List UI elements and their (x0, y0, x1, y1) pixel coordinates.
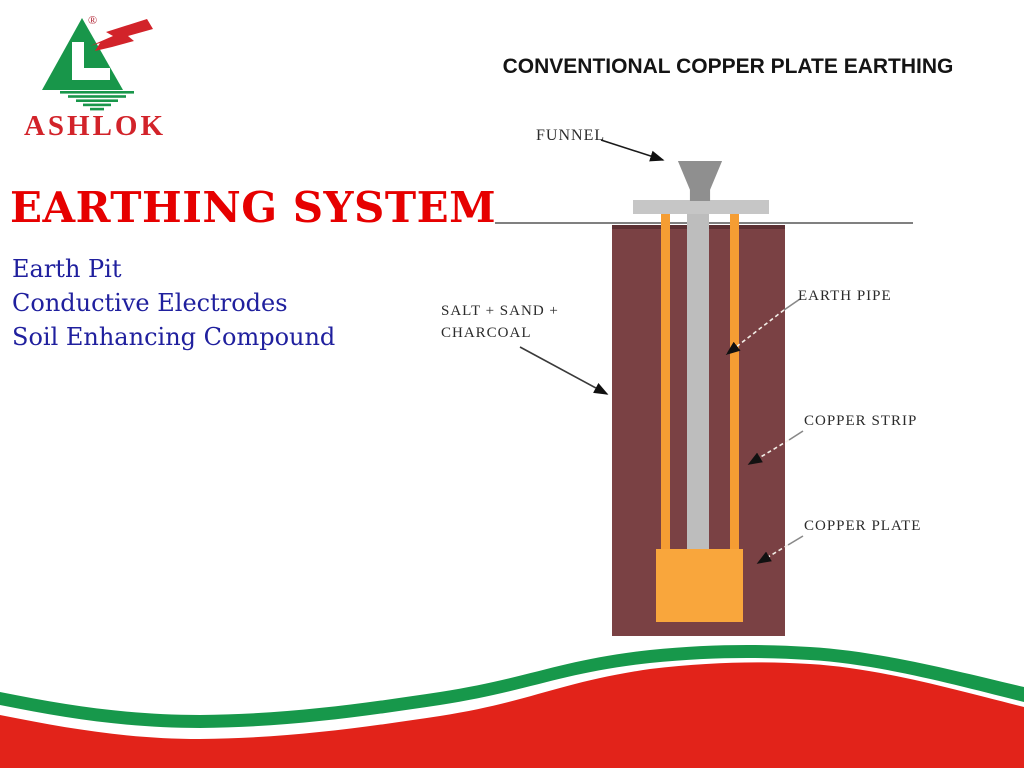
registered-mark: ® (88, 13, 97, 27)
bullet-list: Earth Pit Conductive Electrodes Soil Enh… (12, 252, 335, 354)
earth-pipe-label: EARTH PIPE (798, 288, 892, 304)
funnel-shape (677, 161, 723, 201)
salt-label-line1: SALT + SAND + (441, 303, 559, 319)
funnel-arrow (600, 139, 665, 162)
brand-name: ASHLOK (23, 110, 167, 142)
salt-arrow (519, 346, 609, 395)
list-item: Conductive Electrodes (12, 289, 288, 317)
copper-plate-label: COPPER PLATE (804, 518, 922, 534)
diagram-title: CONVENTIONAL COPPER PLATE EARTHING (502, 55, 954, 78)
copper-plate-shape (656, 549, 743, 622)
letter-l-glyph (72, 42, 110, 80)
pit-cover-plate (633, 200, 769, 214)
wave-red-body (0, 662, 1024, 768)
page-title: EARTHING SYSTEM (10, 183, 497, 232)
copper-plate-leader-solid (787, 535, 804, 546)
copper-strip-right (730, 214, 739, 550)
copper-strip-leader-solid (788, 430, 804, 441)
lightning-bolt-icon (90, 19, 153, 51)
list-item: Soil Enhancing Compound (12, 323, 336, 351)
brand-logo: ® ASHLOK (20, 6, 170, 146)
list-item: Earth Pit (12, 255, 122, 283)
brand-logo-mark: ® (42, 13, 153, 111)
earth-symbol-icon (60, 91, 134, 111)
salt-sand-charcoal-label: SALT + SAND + CHARCOAL (441, 300, 559, 344)
wave-green-band (0, 645, 1024, 768)
salt-label-line2: CHARCOAL (441, 325, 532, 341)
copper-strip-left (661, 214, 670, 550)
funnel-label: FUNNEL (536, 127, 606, 144)
copper-strip-label: COPPER STRIP (804, 413, 918, 429)
earth-pipe-shape (687, 214, 709, 550)
wave-white-gap (0, 658, 1024, 768)
